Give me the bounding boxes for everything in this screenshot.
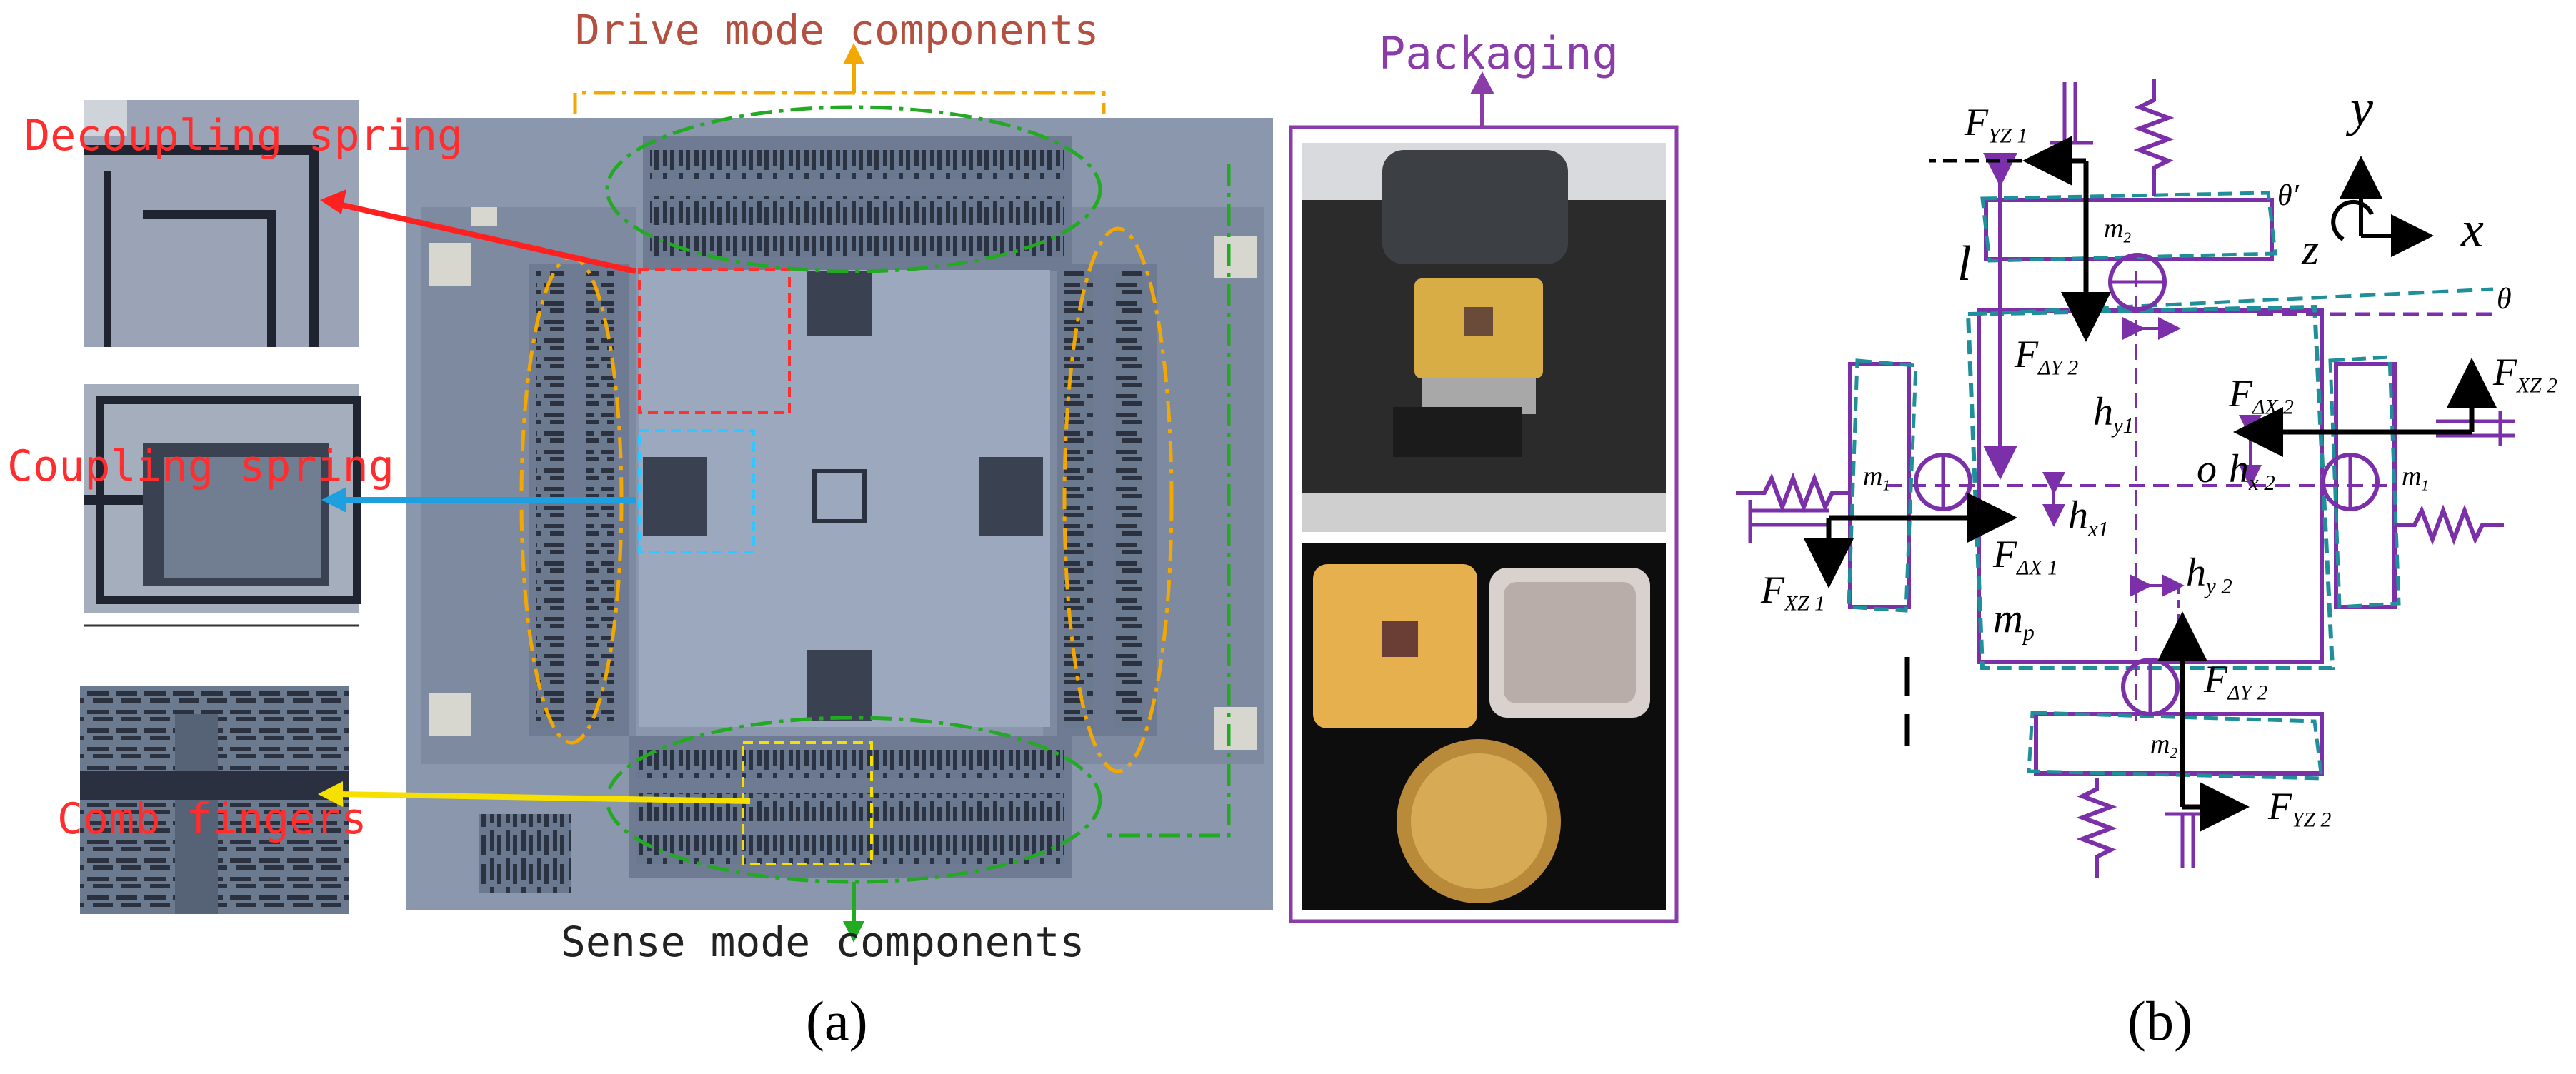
mass-m2-top: m2 (2104, 214, 2131, 246)
theta-label: θ (2497, 283, 2512, 316)
force-FdX1: FΔX 1 (1993, 533, 2058, 580)
mass-m1-right: m1 (2402, 461, 2429, 494)
packaging-label: Packaging (1379, 27, 1619, 79)
force-FdY2-bottom: FΔY 2 (2204, 658, 2268, 705)
mechanics-diagram (1736, 79, 2515, 878)
axis-y-label: y (2350, 79, 2373, 136)
force-FXZ2: FXZ 2 (2493, 351, 2557, 398)
length-l-label: l (1957, 236, 1972, 291)
mass-m1-left: m1 (1863, 461, 1890, 494)
thumb-coupling (84, 384, 361, 627)
thumb-decoupling (84, 100, 359, 347)
axis-x-label: x (2461, 201, 2484, 258)
force-FYZ2: FYZ 2 (2268, 785, 2332, 832)
caption-b: (b) (2127, 990, 2192, 1052)
offset-hy2: hy 2 (2186, 551, 2232, 598)
force-FXZ1: FXZ 1 (1761, 568, 1825, 616)
axis-z-label: z (2302, 226, 2320, 274)
mass-m2-bottom: m2 (2150, 729, 2177, 762)
packaging-frame (1289, 71, 1679, 923)
force-FdX2: FΔX 2 (2229, 372, 2294, 419)
thumb-comb (80, 686, 349, 914)
force-FYZ1: FYZ 1 (1965, 101, 2028, 148)
drive-mode-label: Drive mode components (575, 6, 1099, 54)
callout-arrows (318, 43, 864, 943)
offset-hx2: hx 2 (2229, 447, 2275, 495)
callout-comb-fingers: Comb fingers (57, 794, 367, 844)
offset-hx1: hx1 (2068, 493, 2110, 541)
force-FdY2-top: FΔY 2 (2015, 333, 2079, 380)
sense-mode-label: Sense mode components (561, 918, 1085, 966)
offset-hy1: hy1 (2093, 390, 2135, 438)
caption-a: (a) (806, 990, 868, 1052)
callout-decoupling-spring: Decoupling spring (24, 111, 464, 161)
mass-mp: mp (1993, 595, 2035, 646)
origin-label: o (2197, 447, 2217, 491)
theta-prime-label: θ′ (2277, 179, 2299, 212)
callout-coupling-spring: Coupling spring (7, 441, 394, 491)
